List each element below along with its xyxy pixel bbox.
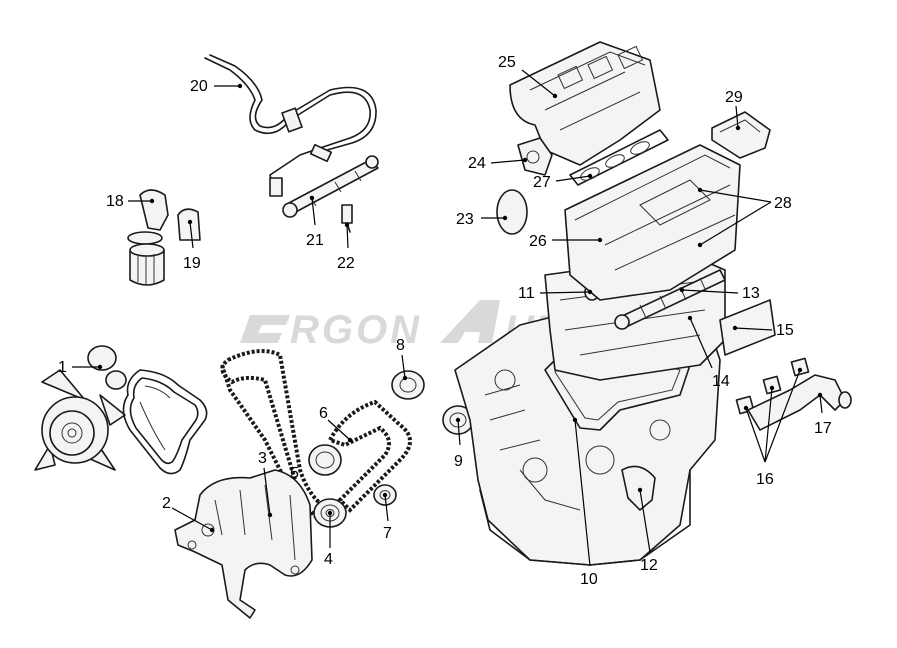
callout-12: 12 — [640, 557, 658, 574]
callout-17: 17 — [814, 420, 832, 437]
callout-23: 23 — [456, 211, 474, 228]
part-exhaust-manifold — [747, 374, 852, 431]
part-sender — [177, 208, 201, 241]
callout-9: 9 — [454, 453, 463, 470]
part-intake-manifold — [509, 41, 661, 166]
callout-11: 11 — [518, 285, 535, 302]
part-oil-filter — [127, 189, 169, 286]
callout-14: 14 — [712, 373, 730, 390]
part-manifold-gasket — [569, 129, 669, 186]
part-sprocket-5 — [308, 444, 342, 476]
part-sprocket-8 — [391, 370, 425, 400]
part-throttle-housing — [517, 137, 553, 176]
callout-26: 26 — [529, 233, 547, 250]
part-timing-cover — [174, 469, 313, 619]
callout-7: 7 — [383, 525, 392, 542]
callout-15: 15 — [776, 322, 794, 339]
callout-18: 18 — [106, 193, 124, 210]
part-side-plate — [719, 299, 776, 356]
callout-21: 21 — [306, 232, 324, 249]
callout-3: 3 — [258, 450, 267, 467]
callout-13: 13 — [742, 285, 760, 302]
part-ignition-cable — [204, 54, 377, 197]
callout-8: 8 — [396, 337, 405, 354]
part-drive-belt — [122, 369, 208, 475]
watermark-text-1: RGON — [290, 308, 422, 352]
callout-5: 5 — [290, 465, 299, 482]
callout-10: 10 — [580, 571, 598, 588]
callouts: 1 2 3 4 5 6 7 8 9 10 11 12 13 — [58, 54, 832, 588]
callout-2: 2 — [162, 495, 171, 512]
part-control-module — [711, 111, 771, 159]
part-cam-cover — [564, 144, 741, 301]
part-camshaft — [614, 269, 726, 330]
callout-29: 29 — [725, 89, 743, 106]
part-tensioner — [87, 345, 127, 390]
callout-20: 20 — [190, 78, 208, 95]
callout-6: 6 — [319, 405, 328, 422]
callout-24: 24 — [468, 155, 486, 172]
callout-19: 19 — [183, 255, 201, 272]
part-timing-chain-small — [327, 399, 412, 513]
callout-27: 27 — [533, 174, 551, 191]
part-viscous-fan — [34, 369, 126, 471]
callout-28: 28 — [774, 195, 792, 212]
part-fuel-rail — [282, 155, 379, 218]
callout-25: 25 — [498, 54, 516, 71]
part-throttle-gasket — [496, 189, 528, 235]
part-oil-pump — [621, 465, 656, 511]
callout-16: 16 — [756, 471, 774, 488]
callout-4: 4 — [324, 551, 333, 568]
callout-22: 22 — [337, 255, 355, 272]
callout-1: 1 — [58, 359, 67, 376]
